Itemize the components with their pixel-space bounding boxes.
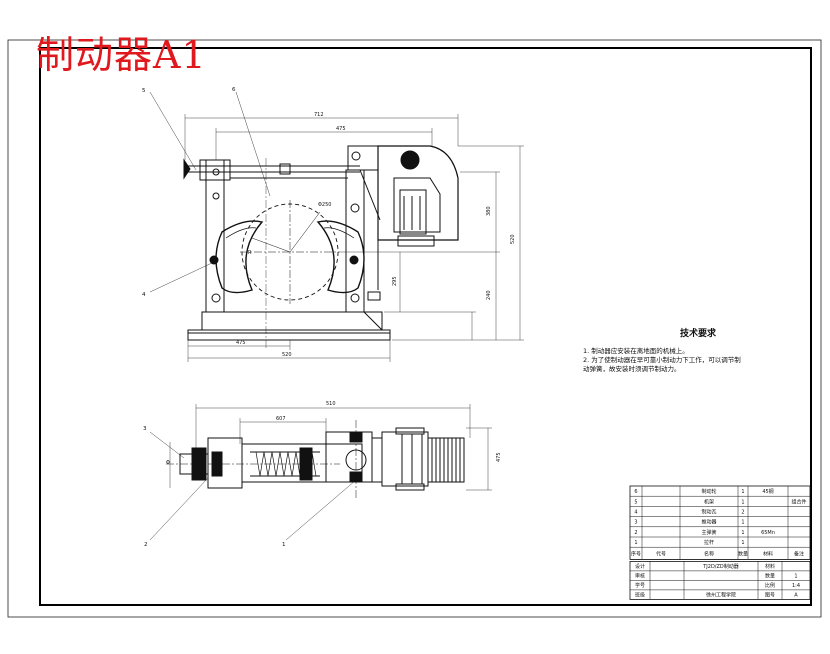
tech-heading: 技术要求 — [679, 329, 716, 339]
top-dimensions — [149, 404, 492, 541]
title-block-cell: 学号 — [635, 582, 645, 589]
bom-header-cell: 名称 — [704, 550, 714, 557]
bom-cell: 3 — [634, 520, 637, 526]
bom-cell: 5 — [634, 499, 637, 505]
drawing-title: 制动器A1 — [36, 33, 207, 77]
bom-header-cell: 材料 — [763, 550, 773, 557]
title-block-cell: 设计 — [635, 563, 645, 570]
bom-cell: 拉杆 — [704, 539, 714, 546]
tech-requirements: 技术要求 1. 制动器应安装在离地面的机械上。 2. 为了使制动器在早可靠小制动… — [583, 330, 773, 374]
bom-cell: 4 — [634, 510, 637, 516]
bom-cell: 6 — [634, 489, 637, 495]
balloon-3: 3 — [143, 426, 147, 432]
bom-table: 6 制动轮 1 45钢 5 机架 1 组合件 4 制动瓦 2 3 推动器 1 2 主弹簧 1 65Mn 1 拉杆 1 序号… — [629, 485, 811, 560]
title-block-cell: 班级 — [635, 592, 645, 599]
dim-height-right: 520 — [510, 234, 516, 244]
dim-height-lower: 240 — [486, 290, 492, 300]
bom-cell: 推动器 — [701, 519, 716, 526]
tech-line-2: 2. 为了使制动器在早可靠小制动力下工作，可以调节制 — [583, 356, 741, 364]
bom-header-cell: 序号 — [631, 550, 641, 557]
bom-cell: 65Mn — [761, 530, 775, 536]
dim-left: Φ — [166, 460, 170, 466]
balloon-4: 4 — [142, 292, 146, 298]
title-block-cell: 图号 — [765, 593, 775, 599]
title-block-cell: 1:4 — [792, 583, 800, 589]
balloon-1: 1 — [282, 542, 286, 548]
title-block-cell: 审核 — [635, 573, 645, 580]
title-block-cell: 材料 — [765, 563, 775, 570]
bom-cell: 45钢 — [762, 488, 773, 495]
bom-cell: 1 — [741, 530, 744, 536]
dim-base-width: 520 — [282, 352, 292, 358]
dim-bottom-width: 475 — [236, 340, 246, 346]
title-block-cell: 数量 — [765, 573, 775, 580]
front-view — [183, 145, 459, 350]
dim-height-small: 295 — [392, 276, 398, 286]
bom-cell: 1 — [741, 540, 744, 546]
tech-line-1: 1. 制动器应安装在离地面的机械上。 — [583, 347, 689, 355]
bom-cell: 组合件 — [791, 498, 806, 505]
bom-header-cell: 数量 — [738, 550, 748, 557]
bom-cell: 制动轮 — [701, 488, 716, 495]
bom-header-cell: 备注 — [794, 550, 804, 557]
front-dimension-labels: 712 475 475 520 Φ250 R 520 380 240 295 5… — [142, 87, 516, 358]
bom-cell: 制动瓦 — [701, 509, 716, 516]
front-dimensions — [149, 91, 524, 362]
dim-height-mid: 380 — [486, 206, 492, 216]
bom-frame — [629, 485, 811, 560]
inner-border — [39, 47, 812, 606]
bom-cell: 2 — [741, 510, 744, 516]
top-dimension-labels: 510 607 475 Φ 3 2 1 — [143, 401, 502, 548]
bom-cell: 1 — [634, 540, 637, 546]
dim-top-height: 475 — [496, 452, 502, 462]
title-block-cell: 比例 — [765, 582, 775, 589]
top-view — [166, 420, 465, 500]
tech-line-3: 动弹簧，故安装时须调节制动力。 — [583, 365, 681, 373]
bom-cell: 2 — [634, 530, 637, 536]
bom-cell: 1 — [741, 499, 744, 505]
balloon-6: 6 — [232, 87, 236, 93]
dim-diameter: Φ250 — [318, 202, 331, 208]
bom-cell: 1 — [741, 520, 744, 526]
dim-inner: 607 — [276, 416, 286, 422]
outer-border — [7, 39, 822, 618]
dim-overall: 510 — [326, 401, 336, 407]
balloon-5: 5 — [142, 88, 146, 94]
title-block-cell: 1 — [794, 574, 797, 580]
balloon-2: 2 — [144, 542, 148, 548]
dim-radius: R — [248, 250, 252, 256]
title-block-cell: A — [794, 593, 798, 599]
title-block-cell: 徐州工程学院 — [706, 592, 736, 599]
bom-cell: 1 — [741, 489, 744, 495]
dim-upper-width: 475 — [336, 126, 346, 132]
title-block-cell: TJ2D/ZD制动器 — [702, 563, 739, 570]
dim-total-width: 712 — [314, 112, 324, 118]
bom-cell: 主弹簧 — [701, 529, 716, 536]
bom-header-cell: 代号 — [656, 550, 666, 557]
bom-cell: 机架 — [704, 498, 714, 505]
